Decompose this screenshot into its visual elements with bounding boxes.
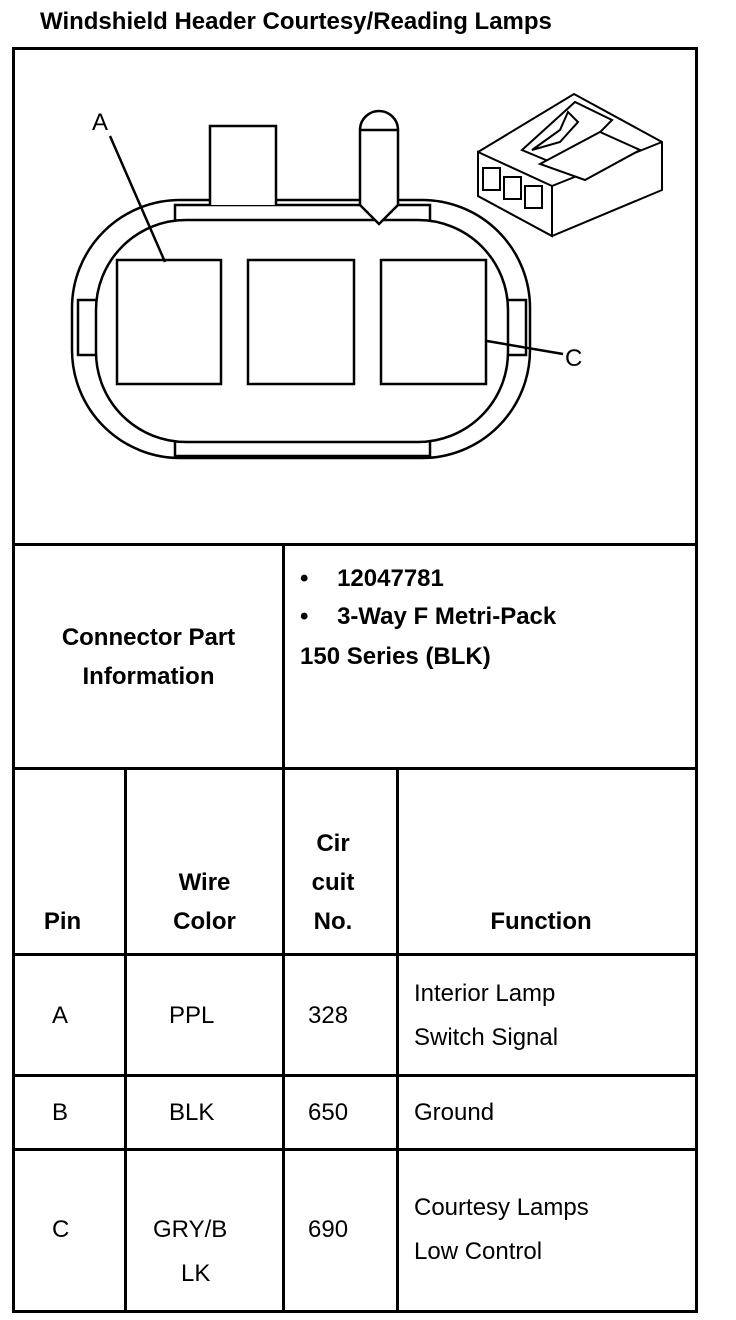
col-divider-3 bbox=[396, 767, 399, 1313]
bullet-1: • 12047781 bbox=[300, 565, 444, 593]
header-circuit-line1: Cir bbox=[316, 830, 350, 857]
frame-top bbox=[12, 47, 698, 50]
divider-diagram bbox=[12, 543, 698, 546]
header-circuit-no: Cir cuit No. bbox=[285, 824, 381, 941]
frame-bottom bbox=[12, 1310, 698, 1313]
connector-info-label-line2: Information bbox=[82, 662, 215, 690]
divider-row-a bbox=[12, 1074, 698, 1077]
header-circuit-line2: cuit bbox=[311, 869, 355, 896]
connector-type: 3-Way F Metri-Pack bbox=[337, 603, 557, 630]
row-b-pin: B bbox=[52, 1099, 69, 1126]
row-a-color: PPL bbox=[169, 1002, 215, 1029]
divider-header bbox=[12, 953, 698, 956]
connector-left-rib bbox=[76, 298, 97, 357]
page-title: Windshield Header Courtesy/Reading Lamps bbox=[40, 8, 552, 35]
locking-tab bbox=[208, 124, 278, 205]
cavity-a bbox=[115, 258, 223, 386]
cavity-c bbox=[379, 258, 488, 386]
col-divider-1 bbox=[124, 767, 127, 1313]
connector-outer-shell bbox=[70, 198, 532, 460]
keying-post bbox=[358, 109, 400, 226]
row-c-color-line1: GRY/B bbox=[153, 1216, 228, 1243]
pin-label-a: A bbox=[92, 109, 108, 136]
header-pin: Pin bbox=[43, 908, 82, 935]
frame-left bbox=[12, 47, 15, 1313]
bullet-2: • 3-Way F Metri-Pack bbox=[300, 603, 556, 631]
part-number: 12047781 bbox=[337, 565, 444, 592]
header-wire-color-line1: Wire bbox=[178, 869, 231, 896]
connector-bottom-rib bbox=[173, 440, 432, 458]
connector-info-label-line1: Connector Part bbox=[61, 623, 236, 651]
row-a-circuit: 328 bbox=[308, 1002, 349, 1029]
connector-3d-icon bbox=[477, 92, 663, 238]
header-function: Function bbox=[490, 908, 592, 935]
row-c-pin: C bbox=[52, 1216, 70, 1243]
row-c-function-line1: Courtesy Lamps bbox=[414, 1194, 589, 1221]
frame-right bbox=[695, 47, 698, 1313]
connector-top-rib bbox=[173, 203, 432, 222]
col-divider-info bbox=[282, 543, 285, 770]
row-b-color: BLK bbox=[169, 1099, 215, 1126]
cavity-b bbox=[246, 258, 356, 386]
bullet-dot: • bbox=[300, 603, 309, 630]
header-wire-color-line2: Color bbox=[173, 908, 236, 935]
connector-right-rib bbox=[507, 298, 528, 357]
connector-info-label: Connector Part Information bbox=[15, 546, 282, 767]
row-a-pin: A bbox=[52, 1002, 69, 1029]
bullet-dot: • bbox=[300, 565, 309, 592]
leader-line-a bbox=[108, 135, 167, 263]
row-c-circuit: 690 bbox=[308, 1216, 349, 1243]
leader-line-c bbox=[486, 339, 564, 356]
pin-label-c: C bbox=[565, 345, 582, 372]
header-circuit-line3: No. bbox=[313, 908, 353, 935]
connector-inner-face bbox=[94, 218, 510, 444]
row-c-color-line2: LK bbox=[181, 1260, 211, 1287]
row-a-function-line2: Switch Signal bbox=[414, 1024, 559, 1051]
row-a-function-line1: Interior Lamp bbox=[414, 980, 556, 1007]
connector-series: 150 Series (BLK) bbox=[300, 643, 491, 670]
divider-info bbox=[12, 767, 698, 770]
row-c-function-line2: Low Control bbox=[414, 1238, 543, 1265]
header-wire-color: Wire Color bbox=[127, 863, 282, 941]
row-b-function-line1: Ground bbox=[414, 1099, 495, 1126]
divider-row-b bbox=[12, 1148, 698, 1151]
row-b-circuit: 650 bbox=[308, 1099, 349, 1126]
col-divider-2 bbox=[282, 767, 285, 1313]
